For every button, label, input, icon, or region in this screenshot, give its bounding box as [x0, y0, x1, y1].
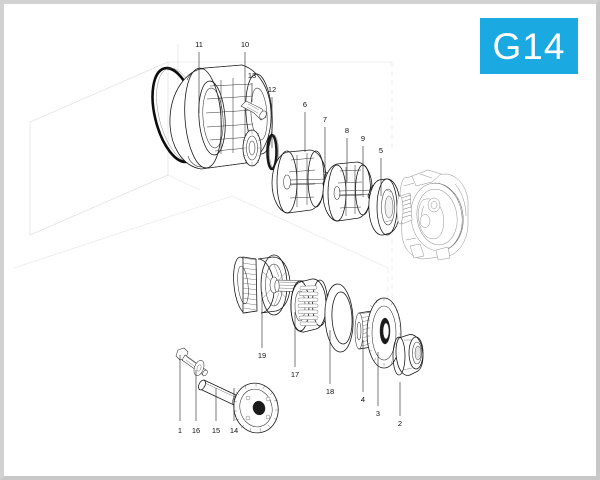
upper-assembly [151, 64, 469, 261]
callout-number-7: 7 [322, 115, 328, 124]
callout-number-8: 8 [344, 126, 350, 135]
part-16-washer [193, 360, 205, 376]
callout-number-2: 2 [397, 419, 403, 428]
callout-number-3: 3 [375, 409, 381, 418]
lower-assembly [175, 254, 424, 434]
page-code-label: G14 [492, 25, 566, 67]
part-13-screw [240, 100, 267, 121]
part-5-friction-disc [368, 178, 401, 236]
callout-number-11: 11 [195, 40, 203, 49]
part-3-ring-gear [366, 297, 402, 369]
callout-number-14: 14 [229, 426, 239, 435]
callout-number-4: 4 [360, 395, 366, 404]
callout-number-9: 9 [360, 134, 366, 143]
part-14-sprocket-gear [232, 382, 279, 434]
callout-number-6: 6 [302, 100, 308, 109]
callout-number-17: 17 [290, 370, 300, 379]
callout-number-12: 12 [267, 85, 277, 94]
callout-number-15: 15 [211, 426, 221, 435]
callout-number-16: 16 [191, 426, 201, 435]
part-17-roller-bearing [290, 278, 330, 333]
callout-number-18: 18 [325, 387, 335, 396]
part-2-bearing-boss [392, 334, 424, 376]
callout-leader-lines [179, 52, 401, 421]
part-18-thrust-ring [324, 283, 354, 353]
page-code-badge: G14 [480, 18, 578, 74]
part-19-drive-gear [233, 254, 311, 316]
callout-number-5: 5 [378, 146, 384, 155]
callout-number-10: 10 [240, 40, 250, 49]
callout-number-13: 13 [247, 71, 257, 80]
callout-number-19: 19 [257, 351, 267, 360]
callout-number-1: 1 [177, 426, 183, 435]
crankcase-housing [396, 169, 469, 261]
part-6-clutch-shoe [271, 149, 328, 214]
part-8-clutch-spider [322, 161, 375, 222]
part-15-shaft-pin [198, 379, 240, 406]
